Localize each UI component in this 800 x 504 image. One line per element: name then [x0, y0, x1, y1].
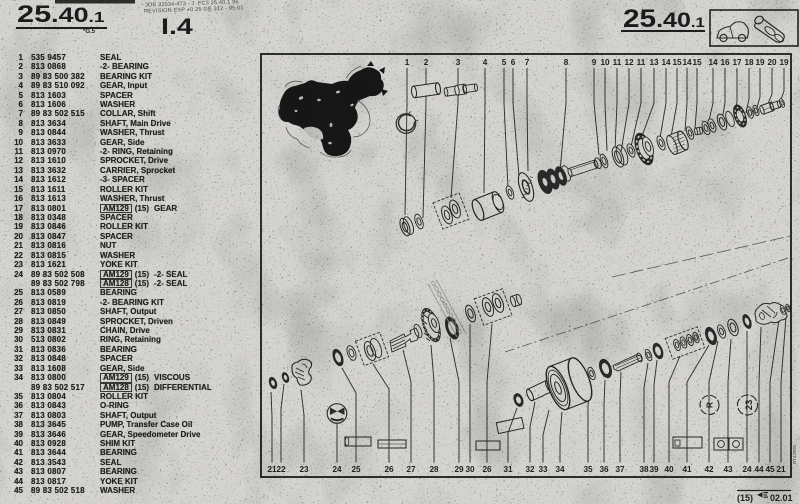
svg-text:8: 8	[564, 58, 569, 67]
svg-text:25: 25	[351, 465, 361, 474]
svg-text:41: 41	[682, 465, 692, 474]
svg-text:11: 11	[613, 58, 622, 67]
svg-text:27: 27	[406, 465, 416, 474]
svg-text:40: 40	[664, 465, 674, 474]
svg-text:29: 29	[454, 465, 464, 474]
svg-text:15: 15	[672, 58, 682, 67]
svg-text:32: 32	[525, 465, 535, 474]
svg-text:20: 20	[767, 58, 777, 67]
svg-text:17: 17	[732, 58, 742, 67]
svg-text:24: 24	[332, 465, 342, 474]
svg-text:19: 19	[755, 58, 765, 67]
svg-text:13: 13	[649, 58, 659, 67]
svg-text:23: 23	[299, 465, 309, 474]
svg-text:R: R	[705, 402, 715, 408]
svg-text:39: 39	[649, 465, 659, 474]
svg-text:42: 42	[704, 465, 714, 474]
svg-text:22: 22	[276, 465, 286, 474]
svg-text:38: 38	[639, 465, 649, 474]
svg-text:5: 5	[502, 58, 507, 67]
svg-text:31: 31	[503, 465, 513, 474]
svg-text:10: 10	[600, 58, 610, 67]
svg-text:(15): (15)	[737, 493, 753, 503]
svg-text:44: 44	[754, 465, 764, 474]
svg-text:26: 26	[384, 465, 394, 474]
svg-text:14: 14	[682, 58, 692, 67]
svg-text:3: 3	[456, 58, 461, 67]
svg-text:37: 37	[615, 465, 625, 474]
svg-text:35: 35	[583, 465, 593, 474]
svg-text:24: 24	[742, 465, 752, 474]
svg-text:34: 34	[555, 465, 565, 474]
svg-text:33: 33	[538, 465, 548, 474]
svg-text:9: 9	[592, 58, 597, 67]
svg-text:14: 14	[661, 58, 671, 67]
svg-text:RT4200S: RT4200S	[792, 445, 797, 464]
svg-text:18: 18	[744, 58, 754, 67]
svg-text:02.01: 02.01	[770, 493, 793, 503]
svg-text:14: 14	[708, 58, 718, 67]
svg-text:15: 15	[692, 58, 702, 67]
svg-text:16: 16	[720, 58, 730, 67]
svg-text:1: 1	[405, 58, 410, 67]
svg-text:6: 6	[511, 58, 516, 67]
svg-text:26: 26	[482, 465, 492, 474]
svg-text:43: 43	[723, 465, 733, 474]
svg-text:19: 19	[779, 58, 789, 67]
svg-text:23: 23	[744, 400, 755, 411]
svg-text:36: 36	[599, 465, 609, 474]
svg-text:4: 4	[483, 58, 488, 67]
svg-text:21: 21	[776, 465, 786, 474]
svg-text:7: 7	[525, 58, 530, 67]
svg-text:28: 28	[429, 465, 439, 474]
svg-text:2: 2	[424, 58, 429, 67]
svg-text:30: 30	[465, 465, 475, 474]
svg-text:45: 45	[765, 465, 775, 474]
svg-text:11: 11	[637, 58, 646, 67]
svg-text:12: 12	[624, 58, 634, 67]
